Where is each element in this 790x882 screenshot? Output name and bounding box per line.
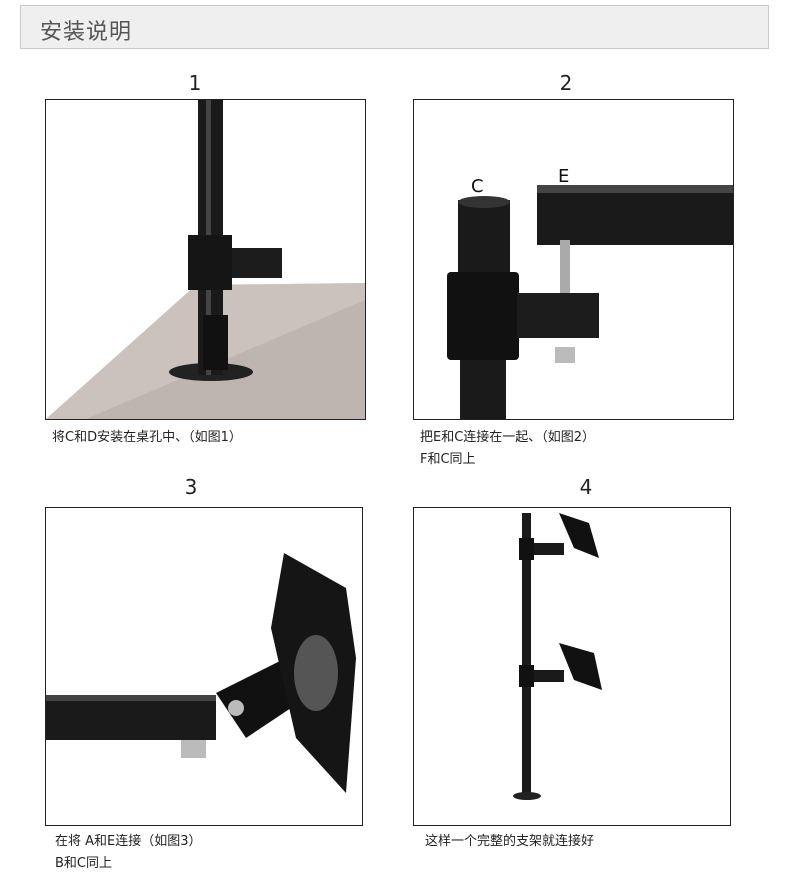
- step-2-caption: 把E和C连接在一起、（如图2）F和C同上: [420, 430, 596, 467]
- section-header: 安装说明: [20, 5, 769, 49]
- step-number-2: 2: [559, 71, 573, 95]
- label-c: C: [471, 176, 484, 197]
- step-2-image: C E: [413, 99, 734, 420]
- step-3-caption: 在将 A和E连接（如图3）B和C同上: [55, 834, 202, 871]
- step-number-4: 4: [579, 475, 593, 499]
- step-3-image: [45, 507, 363, 826]
- step-4-image: [413, 507, 731, 826]
- step-number-1: 1: [188, 71, 202, 95]
- step-number-3: 3: [184, 475, 198, 499]
- step-4-caption: 这样一个完整的支架就连接好: [425, 834, 595, 849]
- page-title: 安装说明: [40, 20, 133, 45]
- step-1-image: [45, 99, 366, 420]
- label-e: E: [558, 166, 569, 187]
- step-1-caption: 将C和D安装在桌孔中、（如图1）: [52, 430, 242, 445]
